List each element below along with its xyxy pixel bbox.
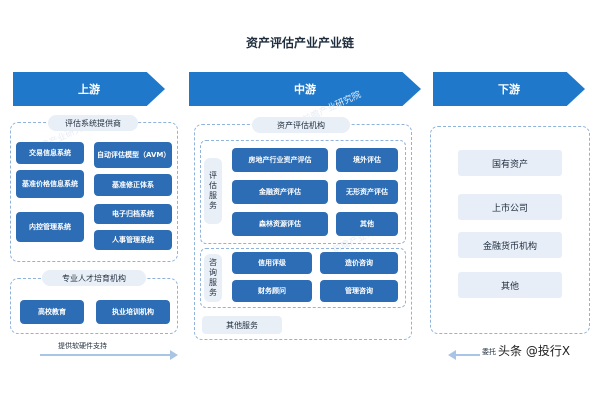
consult-service-label: 咨询服务: [204, 254, 222, 302]
talent-box: 高校教育: [20, 300, 84, 324]
system-box: 基准修正体系: [94, 174, 172, 196]
talent-institution-label: 专业人才培育机构: [42, 270, 146, 286]
arrow-right-icon: [170, 350, 178, 360]
system-box: 内控管理系统: [16, 212, 84, 242]
assessment-institution-label: 资产评估机构: [252, 117, 350, 133]
client-box: 上市公司: [458, 194, 562, 220]
eval-item: 无形资产评估: [336, 180, 398, 204]
system-box: 交易信息系统: [16, 142, 84, 164]
client-box: 金融货币机构: [458, 232, 562, 258]
arrow-left-icon: [448, 350, 456, 360]
consult-item: 造价咨询: [320, 252, 398, 274]
consult-service-group: [200, 248, 406, 308]
system-box: 电子归档系统: [94, 204, 172, 224]
system-box: 自动评估模型（AVM）: [94, 142, 172, 168]
midstream-header: 中游: [189, 72, 421, 106]
eval-item: 房地产行业资产评估: [232, 148, 328, 172]
eval-item: 金融资产评估: [232, 180, 328, 204]
watermark-text: 头条 @投行X: [498, 344, 571, 358]
system-box: 人事管理系统: [94, 230, 172, 250]
support-flow-label: 提供软硬件支持: [58, 342, 107, 350]
eval-service-label: 评估服务: [204, 158, 222, 224]
eval-service-group: [200, 140, 406, 244]
client-box: 国有资产: [458, 150, 562, 176]
eval-item: 境外评估: [336, 148, 398, 172]
eval-item: 其他: [336, 212, 398, 236]
page-title: 资产评估产业产业链: [245, 36, 354, 50]
talent-box: 执业培训机构: [96, 300, 170, 324]
consult-item: 财务顾问: [232, 280, 312, 302]
consult-item: 管理咨询: [320, 280, 398, 302]
eval-item: 森林资源评估: [232, 212, 328, 236]
entrust-flow-label: 委托: [482, 348, 496, 356]
consult-item: 信用评级: [232, 252, 312, 274]
entrust-flow-line: [456, 354, 480, 356]
systems-provider-label: 评估系统提供商: [48, 115, 138, 131]
client-box: 其他: [458, 272, 562, 298]
support-flow-line: [40, 354, 170, 356]
system-box: 基准价格信息系统: [16, 170, 84, 198]
downstream-header: 下游: [433, 72, 585, 106]
upstream-header: 上游: [13, 72, 165, 106]
other-service-label: 其他服务: [202, 316, 282, 334]
downstream-group: [430, 126, 590, 334]
